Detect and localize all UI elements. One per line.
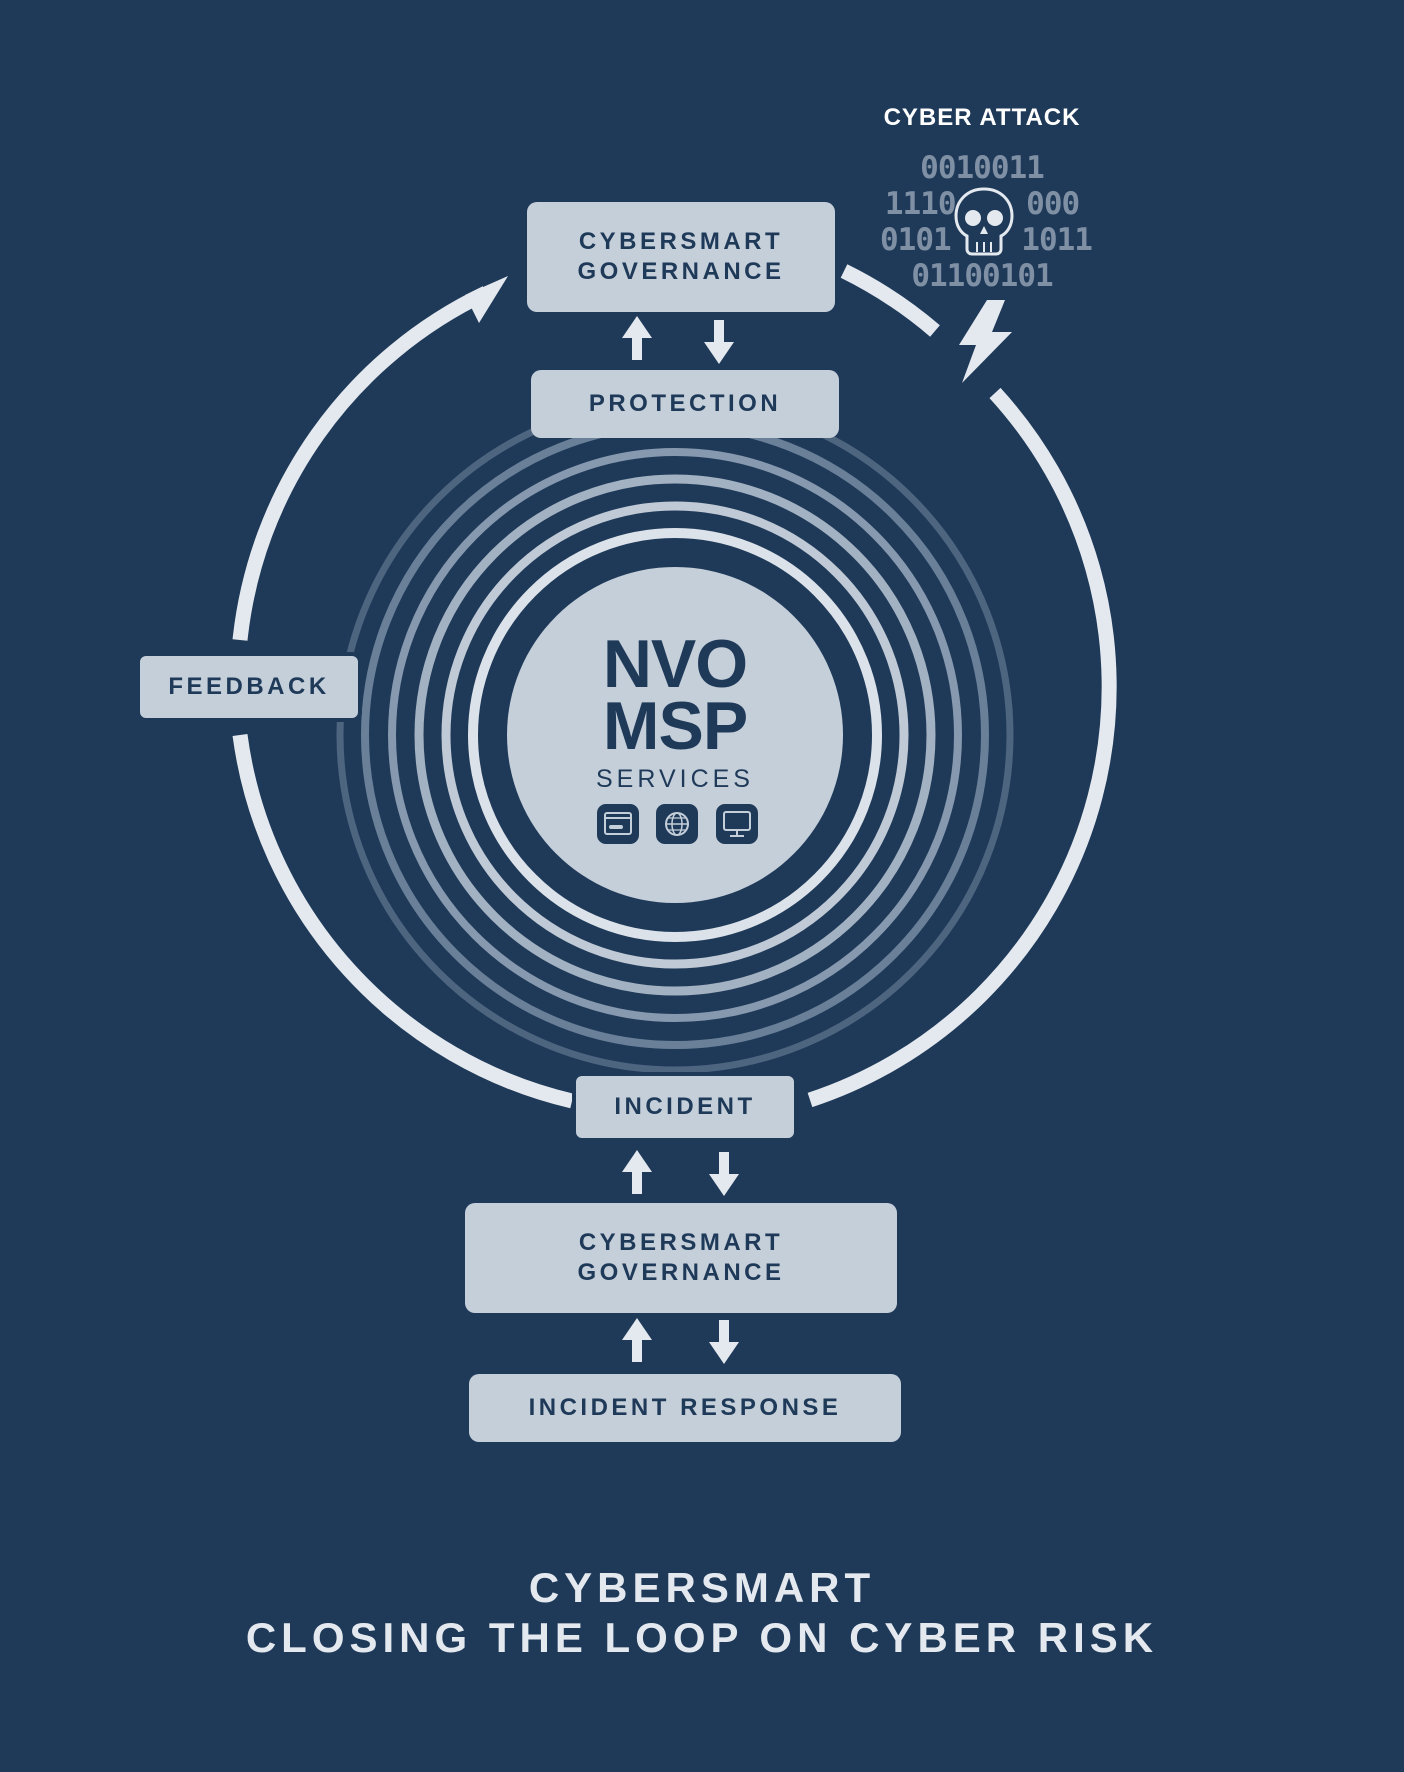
center-subtitle: SERVICES bbox=[596, 765, 754, 793]
binary-line: 0101 1011 bbox=[880, 222, 1093, 258]
governance-box-bottom: CYBERSMART GOVERNANCE bbox=[465, 1203, 897, 1313]
ring-5 bbox=[441, 501, 909, 969]
ring-3 bbox=[388, 448, 962, 1022]
binary-line: 0010011 bbox=[920, 150, 1045, 186]
cyber-attack-label: CYBER ATTACK bbox=[883, 104, 1081, 131]
governance-line-1: CYBERSMART bbox=[578, 1229, 784, 1256]
globe-icon bbox=[656, 804, 698, 844]
ring-6 bbox=[468, 528, 882, 942]
binary-line: 1110 000 bbox=[884, 186, 1080, 222]
governance-line-2: GOVERNANCE bbox=[577, 258, 785, 285]
feedback-box: FEEDBACK bbox=[136, 652, 362, 722]
governance-line-2: GOVERNANCE bbox=[577, 1259, 785, 1286]
arrow-up-icon bbox=[622, 1150, 652, 1194]
vertical-arrows bbox=[622, 316, 739, 1364]
loop-arc-left-lower bbox=[232, 734, 574, 1109]
binary-line: 01100101 bbox=[911, 258, 1053, 294]
loop-arc-top-right bbox=[840, 264, 940, 337]
center-title-line-2: MSP bbox=[602, 688, 748, 764]
governance-line-1: CYBERSMART bbox=[578, 228, 784, 255]
loop-arc-left-upper bbox=[232, 286, 490, 641]
feedback-loop bbox=[232, 264, 1117, 1109]
protection-label: PROTECTION bbox=[588, 390, 782, 417]
arrow-down-icon bbox=[709, 1152, 739, 1196]
loop-arrowhead-icon bbox=[465, 276, 508, 323]
center-disc bbox=[507, 567, 843, 903]
footer-title: CYBERSMART bbox=[528, 1564, 876, 1611]
arrow-down-icon bbox=[709, 1320, 739, 1364]
arrow-up-icon bbox=[622, 316, 652, 360]
browser-window-icon bbox=[597, 804, 639, 844]
protection-box: PROTECTION bbox=[531, 370, 839, 438]
arrow-up-icon bbox=[622, 1318, 652, 1362]
incident-box: INCIDENT bbox=[572, 1072, 798, 1142]
monitor-icon bbox=[716, 804, 758, 844]
governance-box-top: CYBERSMART GOVERNANCE bbox=[527, 202, 835, 312]
arrow-down-icon bbox=[704, 320, 734, 364]
ring-4 bbox=[414, 474, 936, 996]
incident-label: INCIDENT bbox=[614, 1093, 756, 1120]
service-icons bbox=[597, 804, 758, 844]
center-title-line-1: NVO bbox=[602, 626, 748, 702]
binary-code-block: 0010011 1110 000 0101 1011 01100101 bbox=[880, 150, 1093, 294]
loop-arc-right bbox=[807, 387, 1117, 1108]
lightning-bolt-icon bbox=[959, 300, 1012, 383]
skull-icon bbox=[954, 187, 1014, 256]
feedback-label: FEEDBACK bbox=[168, 673, 330, 700]
incident-response-box: INCIDENT RESPONSE bbox=[469, 1374, 901, 1442]
incident-response-label: INCIDENT RESPONSE bbox=[528, 1394, 842, 1421]
footer-subtitle: CLOSING THE LOOP ON CYBER RISK bbox=[245, 1614, 1159, 1661]
